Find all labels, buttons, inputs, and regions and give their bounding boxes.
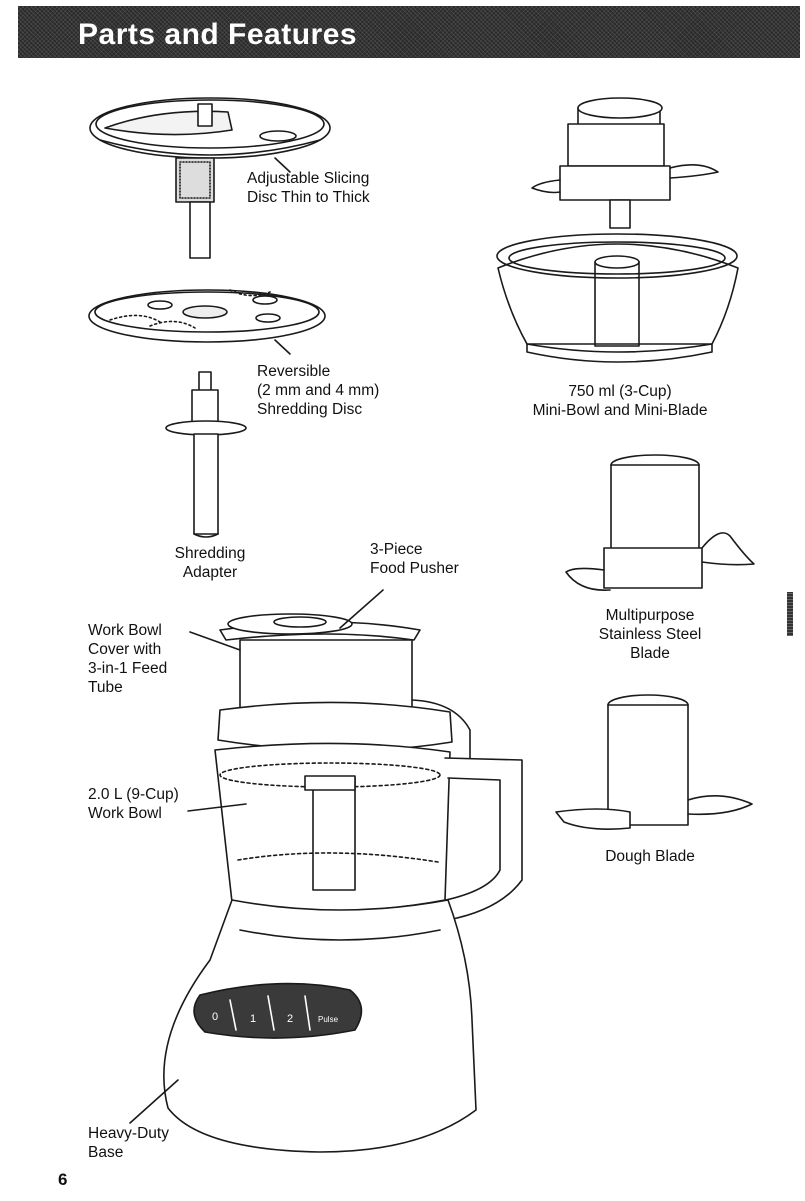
label-slicing-disc: Adjustable Slicing Disc Thin to Thick (247, 170, 370, 206)
page-edge-tab (787, 592, 793, 636)
multipurpose-blade-illustration (565, 454, 755, 591)
section-header-banner: Parts and Features (18, 6, 800, 58)
shredding-adapter-illustration (165, 371, 247, 538)
control-panel-labels: 0 1 2 Pulse (212, 1011, 339, 1025)
page-number: 6 (58, 1170, 68, 1189)
leader-lines (129, 589, 384, 1124)
control-button-pulse: Pulse (318, 1015, 339, 1024)
label-multipurpose-blade: Multipurpose Stainless Steel Blade (598, 607, 702, 662)
label-work-bowl: 2.0 L (9-Cup) Work Bowl (88, 786, 179, 822)
control-button-0: 0 (212, 1011, 218, 1023)
mini-bowl-illustration (496, 97, 739, 363)
control-button-2: 2 (287, 1013, 293, 1025)
label-shredding-adapter: Shredding Adapter (174, 545, 246, 581)
label-food-pusher: 3-Piece Food Pusher (370, 541, 459, 577)
dough-blade-illustration (555, 694, 753, 830)
control-button-1: 1 (250, 1013, 256, 1025)
label-work-bowl-cover: Work Bowl Cover with 3-in-1 Feed Tube (88, 622, 168, 696)
shredding-disc-illustration (88, 289, 326, 355)
label-base: Heavy-Duty Base (88, 1125, 169, 1161)
label-dough-blade: Dough Blade (605, 848, 695, 865)
slicing-disc-illustration (89, 97, 331, 259)
section-title: Parts and Features (78, 18, 358, 51)
label-shredding-disc: Reversible (2 mm and 4 mm) Shredding Dis… (257, 363, 380, 418)
label-mini-bowl: 750 ml (3-Cup) Mini-Bowl and Mini-Blade (532, 383, 708, 419)
food-processor-illustration (163, 613, 523, 1153)
